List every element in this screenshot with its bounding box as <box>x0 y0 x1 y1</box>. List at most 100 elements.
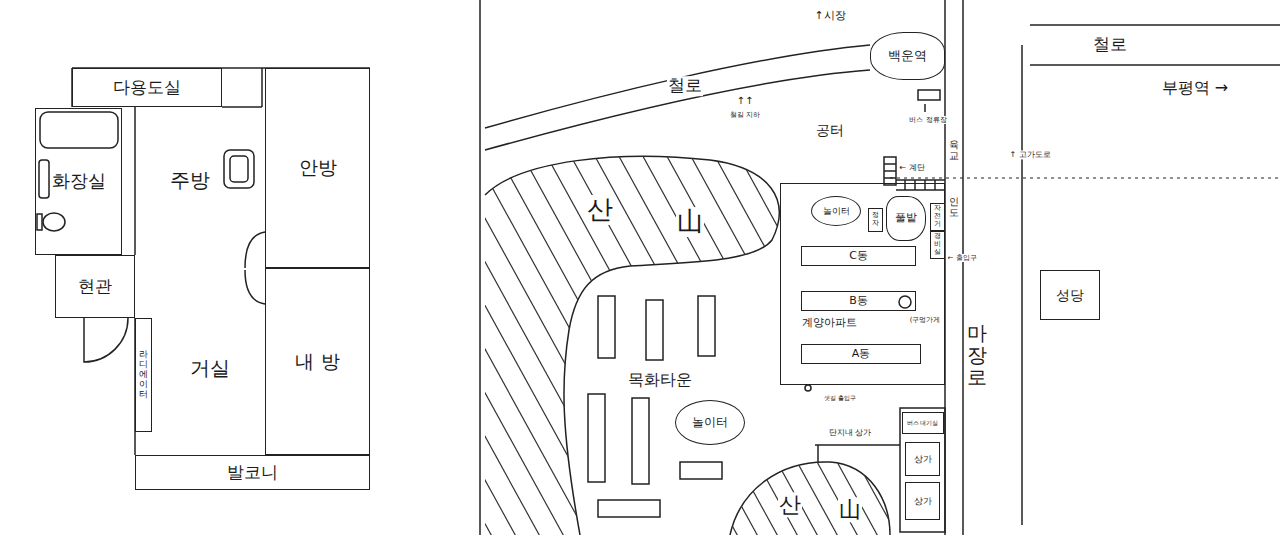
mountain-hatching <box>250 140 998 535</box>
station: 백운역 <box>870 32 945 80</box>
hatch-line <box>660 140 880 535</box>
node-label: 상가 <box>913 496 933 506</box>
direction-arrows: ↑↑ <box>736 95 755 107</box>
node-label: 백운역 <box>887 49 928 64</box>
hatch-line <box>500 140 720 535</box>
area-name: 공터 <box>815 122 845 138</box>
hatch-line <box>860 140 1080 535</box>
hatch-line <box>418 140 638 535</box>
hatch-line <box>580 140 800 535</box>
place-note: ← 계단 <box>898 163 925 172</box>
place-note: 단지내 상가 <box>828 428 873 437</box>
hatch-line <box>538 140 758 535</box>
hatch-line <box>490 140 710 535</box>
hatch-line <box>880 140 1100 535</box>
direction-note: ↑ 고가도로 <box>1008 150 1051 159</box>
node-label: 경비실 <box>934 233 941 256</box>
mountain-name: 山 <box>676 207 704 237</box>
hatch-line <box>778 140 998 535</box>
building: C동 <box>801 246 916 266</box>
hatch-line <box>346 140 566 535</box>
hatch-line <box>740 140 960 535</box>
direction-note: ↑시장 <box>813 10 846 23</box>
utility-room: 다용도실 <box>72 68 222 107</box>
hatch-line <box>730 140 950 535</box>
shop: 상가 <box>905 482 940 520</box>
hatch-line <box>706 140 926 535</box>
playground: 놀이터 <box>675 400 745 445</box>
station-direction: 부평역 → <box>1161 79 1230 97</box>
hatch-line <box>600 140 820 535</box>
place-note: ← 출입구 <box>946 254 977 262</box>
hatch-line <box>520 140 740 535</box>
building: B동 <box>801 291 916 311</box>
shop: 상가 <box>905 442 940 476</box>
building: A동 <box>801 344 921 364</box>
lawn: 풀밭 <box>886 196 926 241</box>
hatch-line <box>682 140 902 535</box>
place-note: 버스 정류장 <box>908 116 947 124</box>
mountain-name: 산 <box>778 492 802 517</box>
hatch-line <box>680 140 900 535</box>
room-name: 거실 <box>189 357 231 380</box>
playground: 놀이터 <box>811 196 861 226</box>
hatch-line <box>274 140 494 535</box>
node-label: 다용도실 <box>112 78 182 98</box>
hatch-line <box>820 140 1040 535</box>
node-label: 놀이터 <box>691 416 729 430</box>
church: 성당 <box>1040 270 1100 320</box>
guard-room: 경비실 <box>930 231 945 259</box>
node-label: C동 <box>848 250 869 263</box>
mountain-name: 山 <box>838 497 862 522</box>
hatch-line <box>610 140 830 535</box>
balcony: 발코니 <box>135 455 370 490</box>
master-room: 안방 <box>265 68 370 268</box>
hatch-line <box>800 140 1020 535</box>
floor-plan-walls <box>37 68 370 455</box>
bus-shelter: 버스 대기실 <box>902 412 944 434</box>
node-label: 현관 <box>77 277 113 297</box>
hatch-line <box>466 140 686 535</box>
node-label: 안방 <box>298 157 338 179</box>
area-name: 목화타운 <box>627 371 693 389</box>
place-note: (구멍가게 <box>909 316 942 324</box>
mountain-hatching <box>500 140 1100 535</box>
hatch-line <box>760 140 980 535</box>
hatch-line <box>840 140 1060 535</box>
node-label: 버스 대기실 <box>906 420 940 427</box>
place-note: 샛길 출입구 <box>823 395 857 402</box>
hatch-line <box>514 140 734 535</box>
place-note: 인도 <box>948 196 960 218</box>
node-label: 성당 <box>1055 287 1085 303</box>
road-name: 마장로 <box>966 322 988 388</box>
hatch-line <box>298 140 518 535</box>
railway-name: 철로 <box>1092 35 1128 55</box>
node-label: 상가 <box>913 454 933 464</box>
place-note: 육교 <box>948 139 960 161</box>
node-label: B동 <box>848 295 869 308</box>
mountain-name: 산 <box>586 195 614 225</box>
place-note: 철길 지하 <box>729 111 761 119</box>
hatch-line <box>322 140 542 535</box>
apartment-complex: 계양아파트놀이터정자풀밭자전거경비실C동B동A동 <box>780 183 945 385</box>
hatch-line <box>634 140 854 535</box>
hatch-line <box>540 140 760 535</box>
node-label: 라디에이터 <box>139 350 148 399</box>
hatch-line <box>250 140 470 535</box>
hatch-line <box>620 140 840 535</box>
hatch-line <box>640 140 860 535</box>
node-label: 풀밭 <box>894 212 918 225</box>
my-room: 내 방 <box>265 268 370 455</box>
bike-shed: 자전거 <box>930 203 945 231</box>
node-label: 계양아파트 <box>801 317 858 330</box>
bathroom: 화장실 <box>35 108 122 255</box>
node-label: A동 <box>851 348 872 361</box>
node-label: 발코니 <box>226 463 279 483</box>
room-name: 주방 <box>169 169 211 192</box>
radiator: 라디에이터 <box>135 318 152 432</box>
node-label: 자전거 <box>934 205 941 228</box>
hatch-line <box>780 140 1000 535</box>
hatch-line <box>586 140 806 535</box>
hatch-line <box>562 140 782 535</box>
